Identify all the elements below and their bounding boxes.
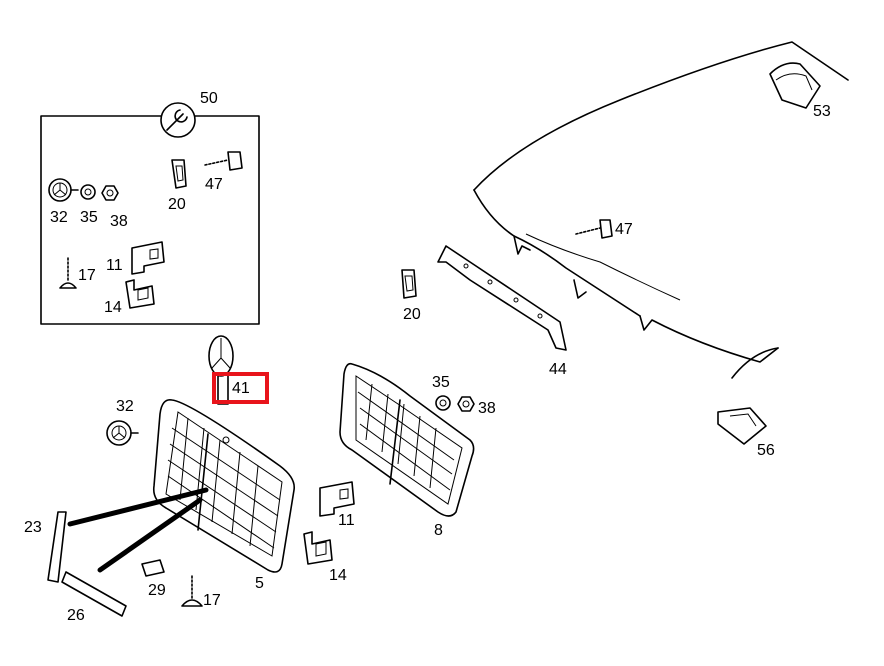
part-label-47b: 47: [615, 221, 633, 238]
part-label-17b: 17: [203, 592, 221, 609]
screw-47a: [204, 151, 243, 171]
screw-17a: [59, 257, 77, 289]
emblem-nut-32a: [48, 178, 79, 202]
bracket-14a: [125, 279, 155, 309]
grille-insert-8: [339, 362, 475, 517]
hood-hinge-53: [769, 62, 821, 109]
clip-29: [141, 559, 165, 577]
bracket-14b: [303, 531, 333, 565]
part-label-32a: 32: [50, 209, 68, 226]
part-label-14a: 14: [104, 299, 122, 316]
part-label-44: 44: [549, 361, 567, 378]
part-label-32b: 32: [116, 398, 134, 415]
part-label-38b: 38: [478, 400, 496, 417]
part-label-14b: 14: [329, 567, 347, 584]
nut-38b: [457, 396, 475, 412]
highlight-box: [212, 372, 269, 404]
part-label-11b: 11: [338, 512, 355, 529]
washer-35a: [80, 184, 96, 200]
seal-strip-44: [437, 245, 567, 351]
part-label-8: 8: [434, 522, 443, 539]
part-label-38a: 38: [110, 213, 128, 230]
part-label-11a: 11: [106, 257, 123, 274]
part-label-17a: 17: [78, 267, 96, 284]
part-label-56: 56: [757, 442, 775, 459]
bracket-11a: [131, 241, 165, 275]
trim-strip-26: [61, 497, 203, 617]
emblem-nut-32b: [106, 420, 139, 446]
part-label-35a: 35: [80, 209, 98, 226]
part-label-41: 41: [232, 380, 250, 397]
kit-box: [40, 115, 260, 325]
nut-38a: [101, 185, 119, 201]
clip-20b: [401, 269, 417, 299]
trim-strip-23: [47, 487, 209, 583]
part-label-20a: 20: [168, 196, 186, 213]
part-label-5: 5: [255, 575, 264, 592]
washer-35b: [435, 395, 451, 411]
bracket-11b: [319, 481, 355, 517]
part-label-29: 29: [148, 582, 166, 599]
radiator-grille-5: [152, 398, 296, 573]
part-label-20b: 20: [403, 306, 421, 323]
hood: [473, 41, 849, 379]
clip-20a: [171, 159, 187, 189]
part-label-23: 23: [24, 519, 42, 536]
part-label-26: 26: [67, 607, 85, 624]
latch-56: [717, 407, 767, 445]
part-label-50: 50: [200, 90, 218, 107]
screw-17b: [181, 575, 203, 607]
part-label-35b: 35: [432, 374, 450, 391]
part-label-47a: 47: [205, 176, 223, 193]
part-label-53: 53: [813, 103, 831, 120]
screw-47b: [575, 219, 613, 239]
wrench-icon: [160, 102, 196, 138]
